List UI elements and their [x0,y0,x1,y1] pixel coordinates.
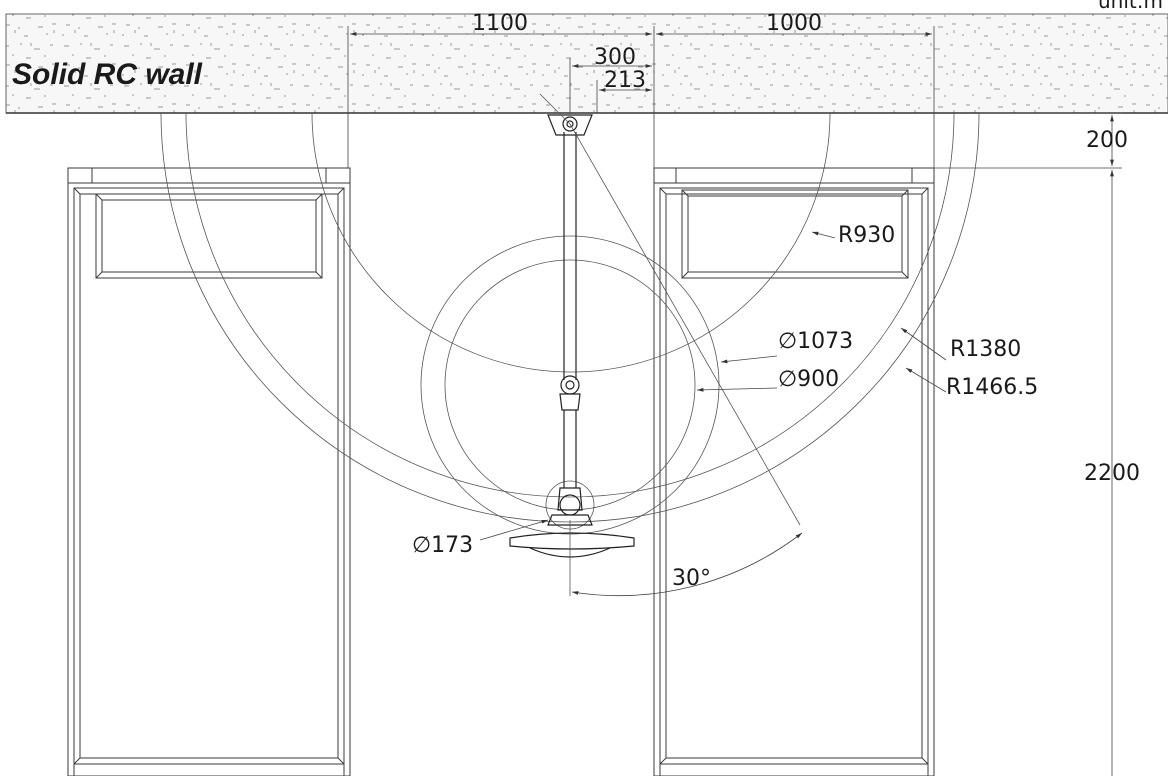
extension-lines [347,26,1122,169]
right-bed [653,167,935,776]
dim-r1466: R1466.5 [946,375,1038,400]
left-bed [67,167,351,776]
lamp-head [509,532,635,550]
dim-2200: 2200 [1084,461,1140,486]
dim-dia1073: ∅1073 [778,329,853,354]
reach-circle-1073 [420,235,720,535]
dimension-lines [350,32,1114,776]
dim-213: 213 [604,68,646,93]
right-pillow [681,189,909,279]
reach-circle-900 [444,259,696,511]
reach-arcs [160,112,980,535]
dim-300: 300 [594,45,636,70]
dim-1000: 1000 [766,11,822,36]
lamp-arm [509,114,635,558]
tilt-geometry [539,93,803,597]
dim-r1380: R1380 [950,337,1021,362]
left-pillow [95,193,323,279]
dim-dia173: ∅173 [412,533,473,558]
rc-wall: Solid RC wall [5,13,1168,114]
dim-angle30: 30° [672,566,711,591]
dim-200: 200 [1086,128,1128,153]
dim-1100: 1100 [472,11,528,36]
leader-lines [479,231,947,541]
dim-dia900: ∅900 [778,367,839,392]
dim-r930: R930 [838,223,895,248]
dimension-texts: 1100 1000 300 213 200 2200 R930 ∅1073 ∅9… [412,11,1140,591]
wall-label: Solid RC wall [12,58,203,91]
unit-text: unit:m [1098,0,1163,13]
